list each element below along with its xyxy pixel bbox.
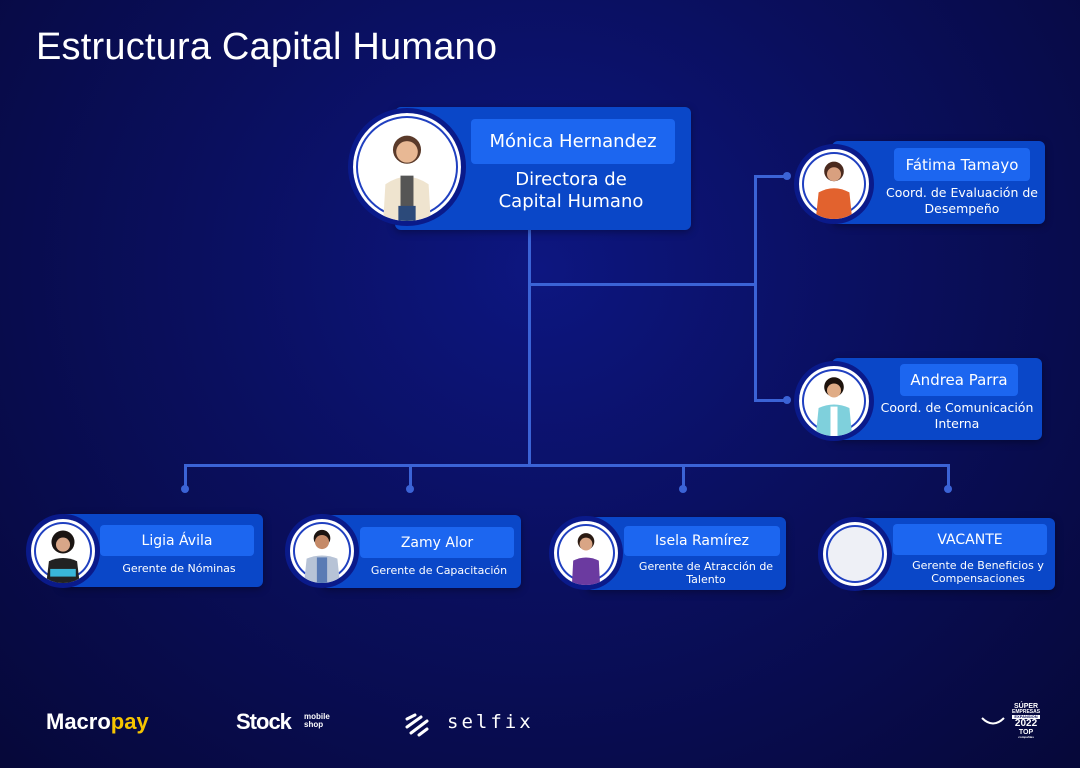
manager-photo bbox=[285, 514, 359, 588]
manager-name: Zamy Alor bbox=[360, 527, 514, 558]
coordinator-name: Fátima Tamayo bbox=[894, 148, 1030, 181]
manager-role: Gerente de Capacitación bbox=[370, 564, 508, 577]
manager-role: Gerente de Beneficios y Compensaciones bbox=[912, 559, 1044, 586]
manager-role: Gerente de Nóminas bbox=[122, 562, 236, 575]
manager-name: Isela Ramírez bbox=[624, 526, 780, 556]
manager-photo bbox=[26, 514, 100, 588]
director-role: Directora de Capital Humano bbox=[498, 169, 644, 212]
coordinator-name: Andrea Parra bbox=[900, 364, 1018, 396]
coordinator-role: Coord. de Comunicación Interna bbox=[880, 400, 1034, 432]
vacant-photo-placeholder bbox=[818, 517, 892, 591]
manager-card-nominas[interactable]: Ligia Ávila Gerente de Nóminas bbox=[60, 514, 263, 587]
smile-icon bbox=[981, 717, 1005, 725]
coordinator-photo bbox=[794, 144, 874, 224]
selfix-icon bbox=[405, 713, 429, 737]
coordinator-photo bbox=[794, 361, 874, 441]
manager-card-capacitacion[interactable]: Zamy Alor Gerente de Capacitación bbox=[322, 515, 521, 588]
manager-role: Gerente de Atracción de Talento bbox=[638, 560, 774, 587]
manager-name: Ligia Ávila bbox=[100, 525, 254, 556]
page-title: Estructura Capital Humano bbox=[36, 26, 498, 68]
manager-card-atraccion[interactable]: Isela Ramírez Gerente de Atracción de Ta… bbox=[586, 517, 786, 590]
coordinator-role: Coord. de Evaluación de Desempeño bbox=[886, 185, 1038, 217]
manager-name: VACANTE bbox=[893, 524, 1047, 555]
macropay-logo: Macropay bbox=[46, 709, 149, 734]
stock-logo: Stock mobile shop bbox=[236, 709, 330, 734]
director-name: Mónica Hernandez bbox=[471, 119, 675, 164]
coordinator-card-evaluacion[interactable]: Fátima Tamayo Coord. de Evaluación de De… bbox=[832, 141, 1045, 224]
manager-photo bbox=[549, 516, 623, 590]
super-empresas-badge: SÚPER EMPRESAS EXPANSIÓN 2022 TOP compañ… bbox=[980, 703, 1044, 745]
director-photo bbox=[348, 108, 466, 226]
